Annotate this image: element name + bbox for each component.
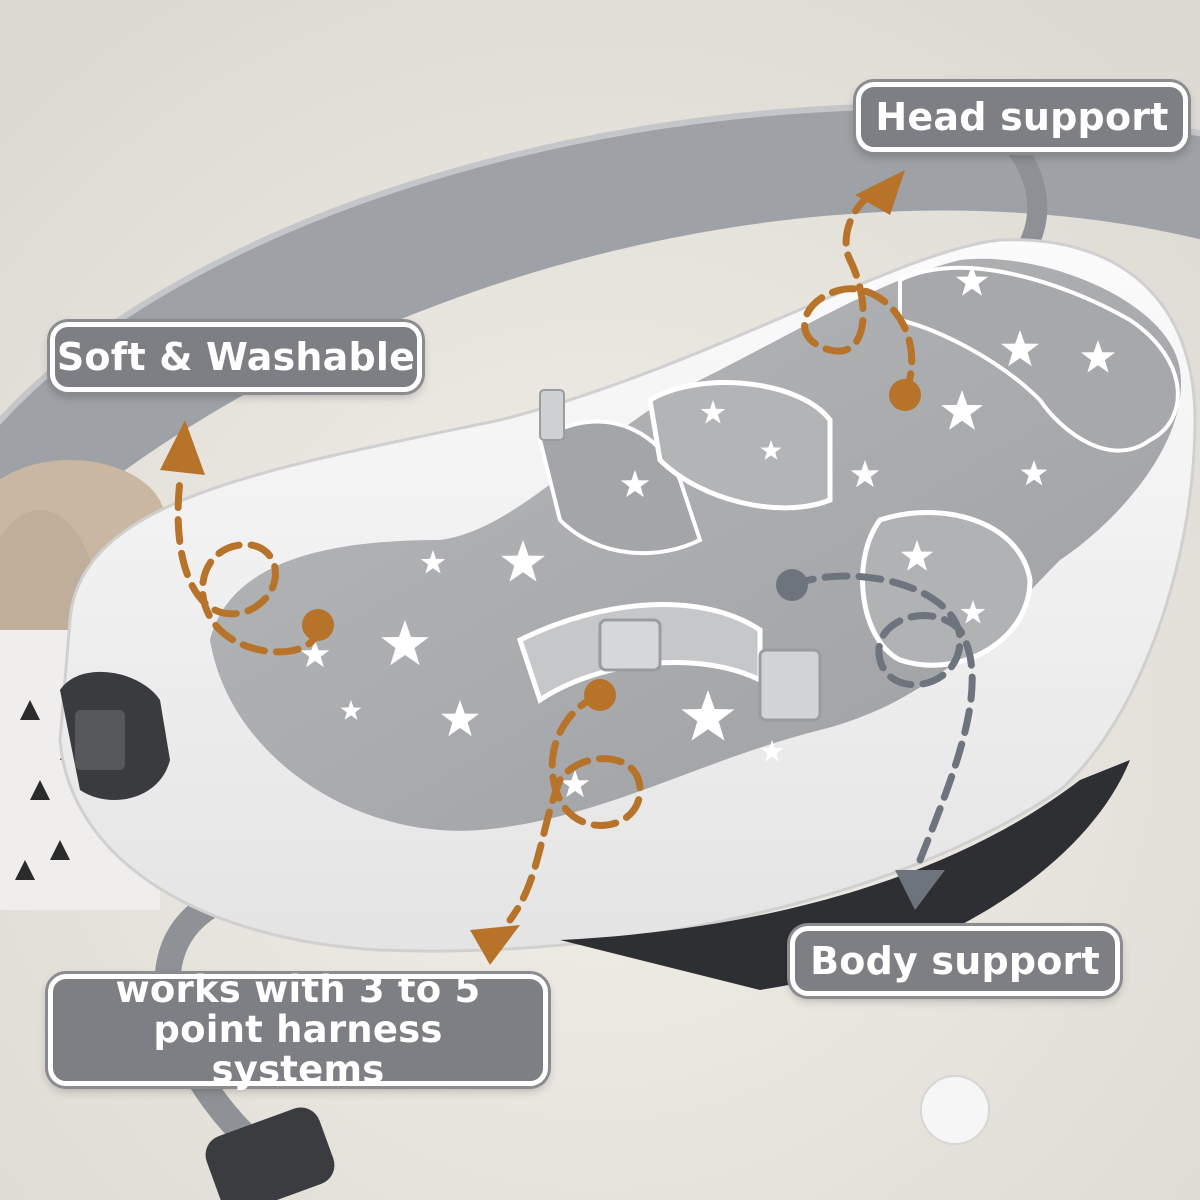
swing-frame bbox=[0, 106, 1200, 520]
harness-arrow bbox=[506, 691, 644, 924]
arrow-up-icon bbox=[855, 170, 905, 215]
arrow-up-icon bbox=[160, 420, 205, 475]
arrow-down-icon bbox=[895, 870, 945, 910]
arrow-down-icon bbox=[470, 925, 520, 965]
body-support-label: Body support bbox=[790, 926, 1120, 996]
head-support-label: Head support bbox=[856, 82, 1188, 152]
toy-ball bbox=[920, 1075, 990, 1145]
soft-washable-arrow bbox=[174, 476, 322, 656]
soft-washable-label: Soft & Washable bbox=[50, 322, 422, 392]
head-support-arrow bbox=[801, 191, 916, 399]
infant-cushion bbox=[210, 258, 1181, 831]
body-support-arrow bbox=[788, 572, 976, 864]
harness-compatibility-label: works with 3 to 5 point harness systems bbox=[48, 970, 548, 1090]
